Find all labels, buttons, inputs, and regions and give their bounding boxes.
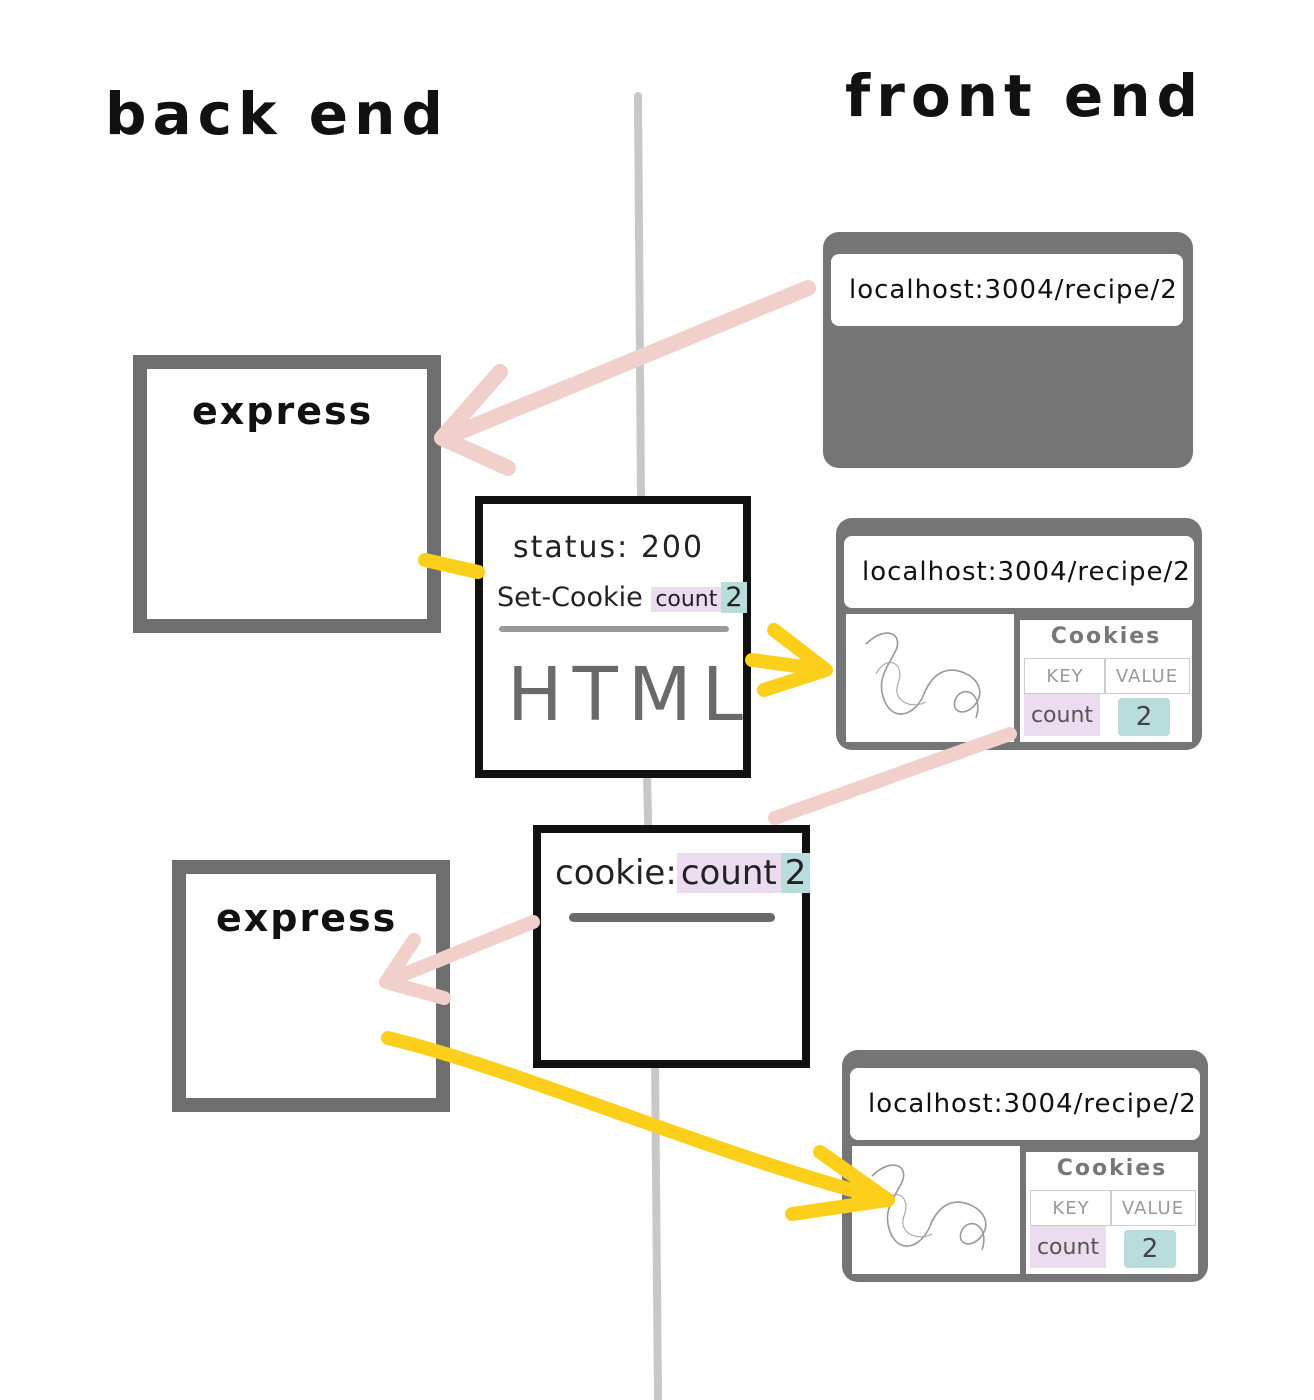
express-server-1: express	[133, 355, 441, 633]
browser-window-initial: localhost:3004/recipe/2	[823, 232, 1193, 468]
status-line: status: 200	[513, 530, 705, 565]
cookies-title: Cookies	[1050, 624, 1162, 649]
express-server-2: express	[172, 860, 450, 1112]
cookie-value-cell: 2	[1124, 1230, 1176, 1268]
response-arrow-1-head	[745, 623, 833, 697]
cookie-header-value: 2	[780, 853, 811, 893]
set-cookie-value: 2	[721, 582, 747, 613]
back-end-heading: back end	[105, 80, 449, 148]
key-header: KEY	[1024, 658, 1106, 694]
header-body-separator	[569, 913, 775, 922]
url-bar[interactable]: localhost:3004/recipe/2	[850, 1068, 1200, 1140]
browser-window-with-cookie: localhost:3004/recipe/2 Cookies KEY VALU…	[836, 518, 1202, 750]
request-arrow-2-tail	[768, 727, 1017, 825]
cookie-value-cell: 2	[1118, 698, 1170, 736]
value-header: VALUE	[1104, 658, 1190, 694]
page-content-pane	[852, 1146, 1020, 1274]
cookie-key-cell: count	[1024, 694, 1100, 736]
cookies-title: Cookies	[1056, 1156, 1168, 1181]
cookies-panel: Cookies KEY VALUE count 2	[1026, 1152, 1198, 1274]
response-arrow-2	[381, 1031, 895, 1221]
value-header: VALUE	[1110, 1190, 1196, 1226]
set-cookie-key: count	[651, 587, 722, 612]
page-scribble-icon	[865, 632, 981, 719]
request-arrow-2-head	[379, 915, 540, 1005]
express-label: express	[216, 896, 398, 940]
browser-window-second-request: localhost:3004/recipe/2 Cookies KEY VALU…	[842, 1050, 1208, 1282]
express-label: express	[192, 389, 374, 433]
set-cookie-label: Set-Cookie	[497, 582, 643, 613]
header-body-separator	[499, 626, 729, 632]
html-body: HTML	[507, 652, 753, 738]
url-bar[interactable]: localhost:3004/recipe/2	[844, 536, 1194, 608]
cookie-header-key: count	[676, 853, 781, 893]
key-header: KEY	[1030, 1190, 1112, 1226]
url-bar[interactable]: localhost:3004/recipe/2	[831, 254, 1183, 326]
response-arrow-1-tail	[418, 553, 485, 579]
page-content-pane	[846, 614, 1014, 742]
cookie-key-cell: count	[1030, 1226, 1106, 1268]
cookies-panel: Cookies KEY VALUE count 2	[1020, 620, 1192, 742]
request-arrow-1	[434, 280, 816, 476]
front-end-heading: front end	[845, 62, 1205, 130]
cookie-header-label: cookie:	[555, 853, 677, 893]
